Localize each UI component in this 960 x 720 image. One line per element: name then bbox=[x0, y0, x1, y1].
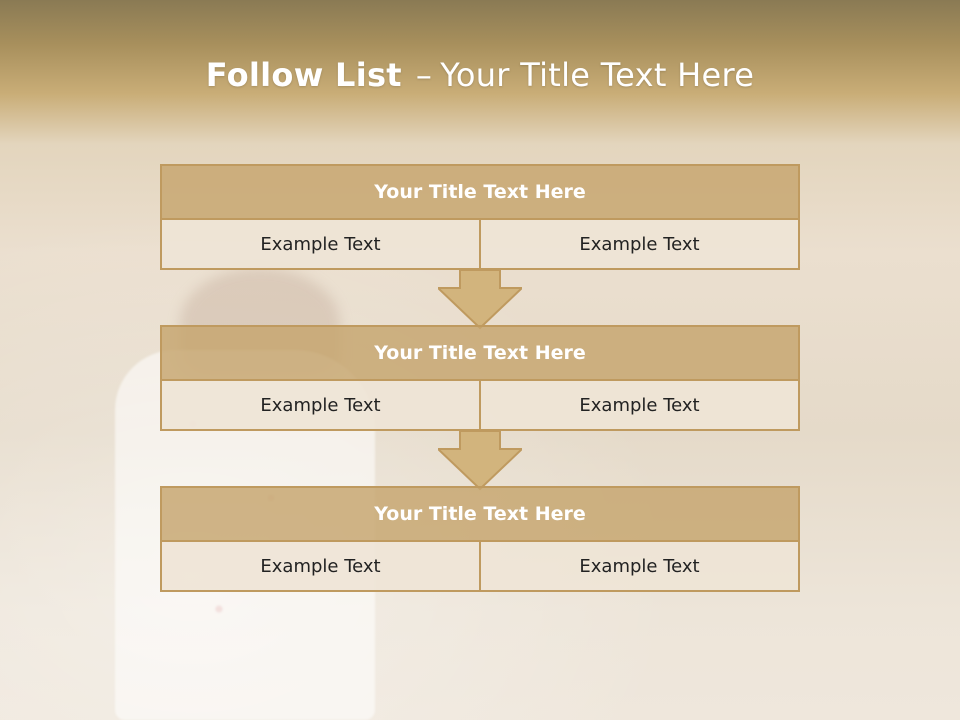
slide-title-separator: – bbox=[415, 56, 433, 94]
flow-block-3: Your Title Text Here Example Text Exampl… bbox=[160, 486, 800, 592]
flow-block-1: Your Title Text Here Example Text Exampl… bbox=[160, 164, 800, 270]
flow-block-row: Example Text Example Text bbox=[160, 542, 800, 592]
slide-title-bold: Follow List bbox=[205, 56, 402, 94]
flow-block-cell-right: Example Text bbox=[479, 542, 798, 590]
flow-block-heading: Your Title Text Here bbox=[160, 486, 800, 542]
flow-block-2: Your Title Text Here Example Text Exampl… bbox=[160, 325, 800, 431]
flow-block-cell-right: Example Text bbox=[479, 381, 798, 429]
flow-block-heading: Your Title Text Here bbox=[160, 325, 800, 381]
flow-block-heading: Your Title Text Here bbox=[160, 164, 800, 220]
flow-block-cell-right: Example Text bbox=[479, 220, 798, 268]
down-arrow-icon bbox=[438, 270, 522, 330]
flow-block-row: Example Text Example Text bbox=[160, 381, 800, 431]
flow-block-cell-left: Example Text bbox=[260, 233, 381, 255]
flow-block-cell-left: Example Text bbox=[260, 394, 381, 416]
flow-block-row: Example Text Example Text bbox=[160, 220, 800, 270]
down-arrow-icon bbox=[438, 431, 522, 491]
slide-title-rest: Your Title Text Here bbox=[440, 56, 755, 94]
flow-block-cell-left: Example Text bbox=[260, 555, 381, 577]
slide-title: Follow List–Your Title Text Here bbox=[0, 56, 960, 94]
